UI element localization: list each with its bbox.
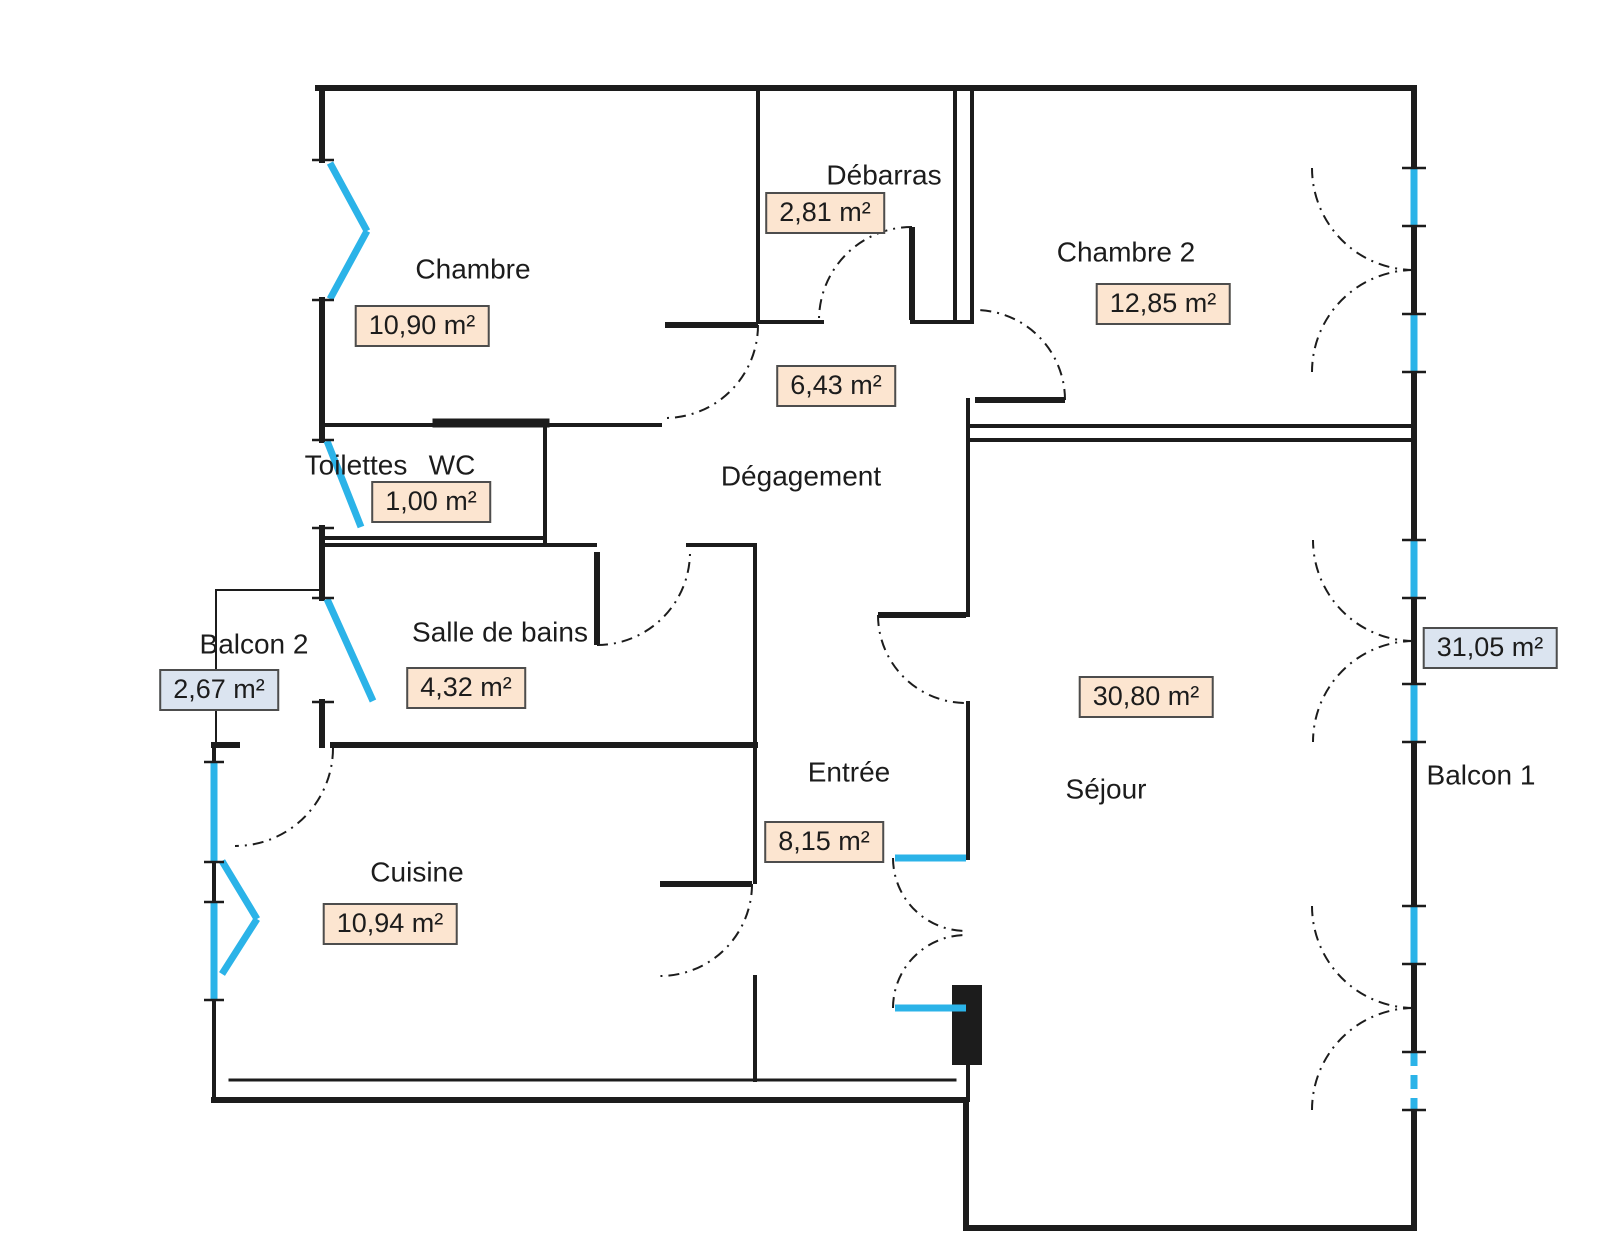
room-label-debarras: Débarras	[826, 159, 942, 191]
room-label-toilettes: Toilettes	[304, 449, 408, 481]
room-label-balcon-1: Balcon 1	[1426, 759, 1536, 791]
area-badge-balcon-2: 2,67 m²	[159, 669, 279, 711]
area-badge-debarras: 2,81 m²	[765, 192, 885, 234]
room-label-chambre-2: Chambre 2	[1056, 236, 1196, 268]
duct-block	[952, 985, 982, 1065]
room-label-degagement: Dégagement	[720, 460, 882, 492]
room-label-balcon-2: Balcon 2	[199, 628, 309, 660]
door-swing-arcs	[234, 167, 1415, 1111]
area-badge-chambre: 10,90 m²	[354, 305, 490, 347]
area-badge-balcon-1: 31,05 m²	[1422, 627, 1558, 669]
area-badge-degagement: 6,43 m²	[776, 365, 896, 407]
windows-layer	[210, 161, 1418, 1110]
room-label-sejour: Séjour	[1065, 773, 1147, 805]
area-badge-entree: 8,15 m²	[764, 821, 884, 863]
area-badge-cuisine: 10,94 m²	[322, 903, 458, 945]
area-badge-salle-de-bains: 4,32 m²	[406, 667, 526, 709]
area-badge-toilettes: 1,00 m²	[371, 481, 491, 523]
room-label-wc: WC	[428, 449, 476, 481]
area-badge-chambre-2: 12,85 m²	[1095, 283, 1231, 325]
walls-layer	[211, 85, 1417, 1231]
room-label-entree: Entrée	[807, 756, 891, 788]
room-label-chambre: Chambre	[415, 253, 531, 285]
room-label-salle-de-bains: Salle de bains	[412, 616, 588, 648]
area-badge-sejour: 30,80 m²	[1078, 676, 1214, 718]
room-label-cuisine: Cuisine	[370, 856, 464, 888]
door-leaves-layer	[594, 227, 1065, 887]
wall-ticks	[204, 158, 1426, 1112]
